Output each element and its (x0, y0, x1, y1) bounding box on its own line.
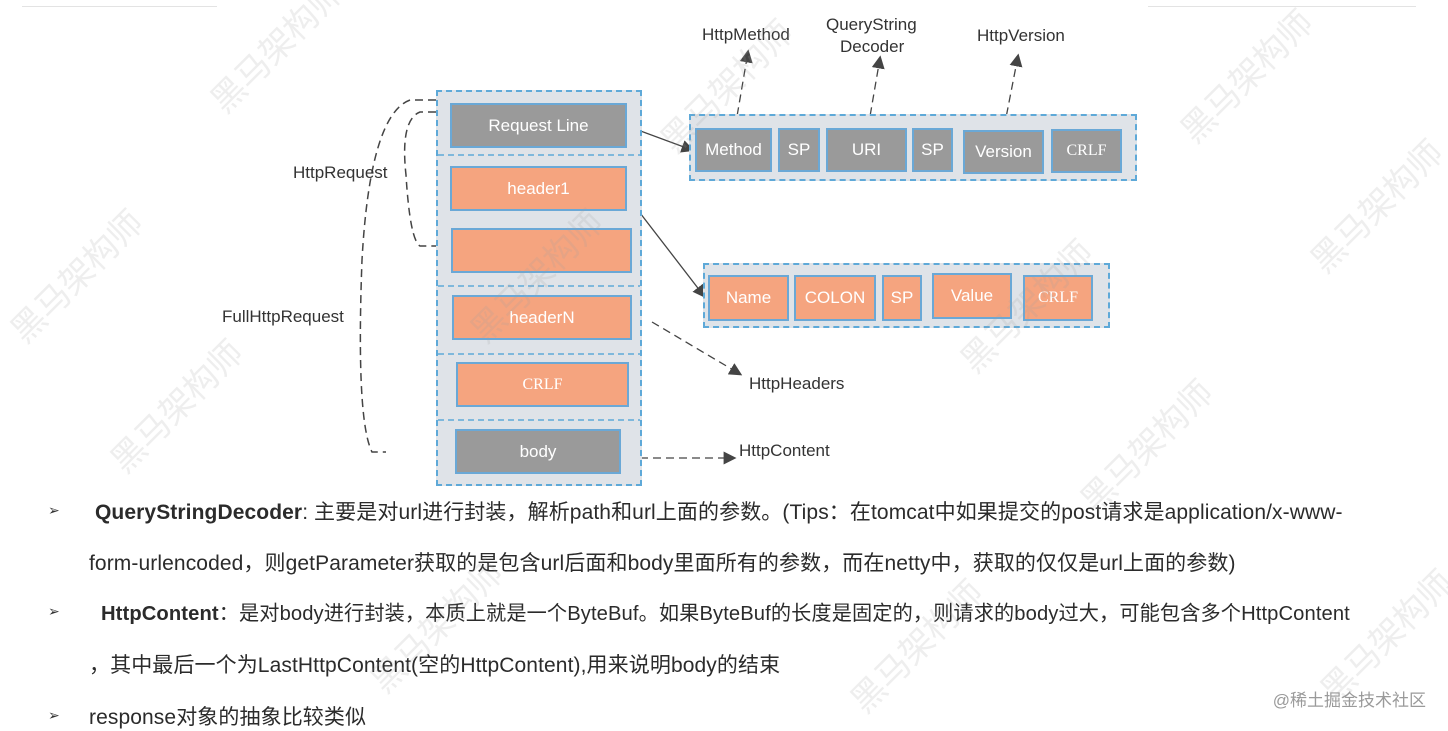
http-content-term: HttpContent (101, 603, 219, 625)
query-decoder-arrow (867, 55, 885, 129)
http-version-label: HttpVersion (977, 26, 1065, 45)
http-content-label: HttpContent (739, 441, 830, 460)
sp-box-2: SP (912, 128, 953, 172)
bullet-marker-1: ➢ (48, 502, 60, 518)
http-request-brace (403, 111, 436, 247)
http-request-label: HttpRequest (293, 163, 388, 182)
bullet-3-line-1: response对象的抽象比较类似 (89, 701, 366, 731)
bullet-1-text: : 主要是对url进行封装，解析path和url上面的参数。(Tips：在tom… (302, 501, 1343, 524)
bullet-3-text: response对象的抽象比较类似 (89, 706, 367, 729)
version-box: Version (963, 130, 1044, 174)
sp-header-box: SP (882, 275, 922, 321)
footer-attribution: @稀土掘金技术社区 (1272, 691, 1426, 710)
method-box: Method (695, 128, 772, 172)
colon-box: COLON (794, 275, 876, 321)
query-string-label-1: QueryString (826, 15, 917, 34)
full-http-request-label: FullHttpRequest (222, 307, 344, 326)
bullet-1-line-2: form-urlencoded，则getParameter获取的是包含url后面… (89, 547, 1236, 577)
bullet-2-line-1: HttpContent：是对body进行封装，本质上就是一个ByteBuf。如果… (101, 597, 1350, 626)
full-http-request-brace (359, 99, 436, 453)
crlf-header-box: CRLF (1023, 275, 1093, 321)
header1-box: header1 (450, 166, 627, 211)
bullet-1-line-1: QueryStringDecoder: 主要是对url进行封装，解析path和u… (95, 496, 1343, 526)
value-box: Value (932, 273, 1012, 319)
bullet-marker-3: ➢ (48, 707, 60, 723)
request-line-box: Request Line (450, 103, 627, 148)
http-method-label: HttpMethod (702, 25, 790, 44)
bullet-2-text: ：是对body进行封装，本质上就是一个ByteBuf。如果ByteBuf的长度是… (218, 603, 1350, 625)
body-box: body (455, 429, 621, 474)
query-string-label-2: Decoder (840, 37, 905, 56)
http-request-diagram: HttpRequest FullHttpRequest Request Line… (222, 15, 1137, 486)
bullet-1-continuation: form-urlencoded，则getParameter获取的是包含url后面… (89, 552, 1236, 575)
http-headers-label: HttpHeaders (749, 374, 845, 393)
header-blank-box (451, 228, 632, 273)
query-string-decoder-term: QueryStringDecoder (95, 501, 303, 524)
sp-box-1: SP (778, 128, 820, 172)
stack-dividers (438, 154, 640, 421)
bullet-marker-2: ➢ (48, 603, 60, 619)
crlf-part-box: CRLF (1051, 129, 1122, 173)
headerN-box: headerN (452, 295, 632, 340)
bullet-2-line-2: ，其中最后一个为LastHttpContent(空的HttpContent),用… (89, 649, 780, 679)
top-divider-right (1148, 6, 1416, 7)
top-divider-left (22, 6, 217, 7)
watermark: 黑马架构师 (843, 572, 992, 722)
uri-box: URI (826, 128, 907, 172)
name-box: Name (708, 275, 789, 321)
http-headers-arrow (651, 321, 743, 376)
crlf-box: CRLF (456, 362, 629, 407)
bullet-2-continuation: ，其中最后一个为LastHttpContent(空的HttpContent),用… (89, 654, 781, 677)
